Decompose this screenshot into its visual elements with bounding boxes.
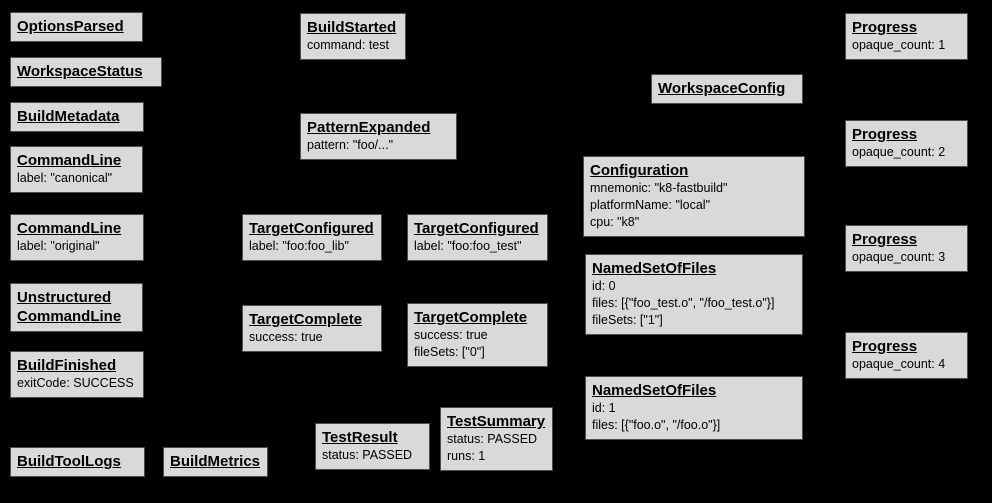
node-field: cpu: "k8": [590, 215, 640, 229]
node-build-metrics: BuildMetrics: [163, 447, 268, 477]
node-title: Progress: [852, 338, 918, 355]
node-unstructured-commandline: Unstructured CommandLine: [10, 283, 143, 332]
node-progress-4: Progress opaque_count: 4: [845, 332, 968, 379]
node-field: id: 1: [592, 401, 616, 415]
node-workspace-status: WorkspaceStatus: [10, 57, 162, 87]
node-field: opaque_count: 3: [852, 250, 946, 264]
node-field: status: PASSED: [322, 448, 413, 462]
node-title: BuildMetadata: [17, 108, 120, 125]
node-title: WorkspaceConfig: [658, 80, 786, 97]
node-title: CommandLine: [17, 220, 122, 237]
node-title: Configuration: [590, 162, 689, 179]
node-field: opaque_count: 1: [852, 38, 946, 52]
node-build-metadata: BuildMetadata: [10, 102, 144, 132]
node-field: success: true: [249, 330, 323, 344]
node-title: TargetConfigured: [249, 220, 374, 237]
node-title: NamedSetOfFiles: [592, 382, 717, 399]
node-workspace-config: WorkspaceConfig: [651, 74, 803, 104]
node-field: opaque_count: 4: [852, 357, 946, 371]
node-field: files: [{"foo.o", "/foo.o"}]: [592, 418, 721, 432]
node-title: BuildMetrics: [170, 453, 261, 470]
node-field: files: [{"foo_test.o", "/foo_test.o"}]: [592, 296, 775, 310]
node-field: platformName: "local": [590, 198, 711, 212]
node-field: fileSets: ["1"]: [592, 313, 663, 327]
node-named-set-of-files-0: NamedSetOfFiles id: 0 files: [{"foo_test…: [585, 254, 803, 335]
node-field: label: "original": [17, 239, 100, 253]
node-field: status: PASSED: [447, 432, 538, 446]
node-field: runs: 1: [447, 449, 486, 463]
node-title: OptionsParsed: [17, 18, 124, 35]
node-title: BuildStarted: [307, 19, 397, 36]
node-field: fileSets: ["0"]: [414, 345, 485, 359]
node-named-set-of-files-1: NamedSetOfFiles id: 1 files: [{"foo.o", …: [585, 376, 803, 440]
node-commandline-original: CommandLine label: "original": [10, 214, 144, 261]
node-field: label: "foo:foo_test": [414, 239, 522, 253]
node-build-started: BuildStarted command: test: [300, 13, 406, 60]
node-configuration: Configuration mnemonic: "k8-fastbuild" p…: [583, 156, 805, 237]
node-title: Progress: [852, 126, 918, 143]
node-field: pattern: "foo/...": [307, 138, 394, 152]
node-title: TestSummary: [447, 413, 546, 430]
node-field: id: 0: [592, 279, 616, 293]
node-target-configured-foo-test: TargetConfigured label: "foo:foo_test": [407, 214, 548, 261]
node-title: PatternExpanded: [307, 119, 431, 136]
node-field: success: true: [414, 328, 488, 342]
node-test-result: TestResult status: PASSED: [315, 423, 430, 470]
node-field: exitCode: SUCCESS: [17, 376, 134, 390]
node-build-finished: BuildFinished exitCode: SUCCESS: [10, 351, 144, 398]
node-progress-3: Progress opaque_count: 3: [845, 225, 968, 272]
node-field: label: "foo:foo_lib": [249, 239, 349, 253]
node-options-parsed: OptionsParsed: [10, 12, 143, 42]
node-title: BuildFinished: [17, 357, 117, 374]
node-title: Progress: [852, 231, 918, 248]
node-progress-1: Progress opaque_count: 1: [845, 13, 968, 60]
node-target-complete-foo-test: TargetComplete success: true fileSets: […: [407, 303, 548, 367]
node-field: command: test: [307, 38, 389, 52]
node-title: Unstructured CommandLine: [17, 289, 122, 325]
node-commandline-canonical: CommandLine label: "canonical": [10, 146, 143, 193]
node-title: CommandLine: [17, 152, 122, 169]
node-target-complete-foo-lib: TargetComplete success: true: [242, 305, 382, 352]
node-title: TargetConfigured: [414, 220, 539, 237]
node-field: mnemonic: "k8-fastbuild": [590, 181, 728, 195]
node-title: TestResult: [322, 429, 398, 446]
node-field: label: "canonical": [17, 171, 113, 185]
node-pattern-expanded: PatternExpanded pattern: "foo/...": [300, 113, 457, 160]
node-title: TargetComplete: [414, 309, 528, 326]
node-title: NamedSetOfFiles: [592, 260, 717, 277]
node-target-configured-foo-lib: TargetConfigured label: "foo:foo_lib": [242, 214, 382, 261]
node-title: WorkspaceStatus: [17, 63, 143, 80]
node-build-tool-logs: BuildToolLogs: [10, 447, 145, 477]
node-title: Progress: [852, 19, 918, 36]
node-field: opaque_count: 2: [852, 145, 946, 159]
node-title: BuildToolLogs: [17, 453, 121, 470]
node-progress-2: Progress opaque_count: 2: [845, 120, 968, 167]
node-title: TargetComplete: [249, 311, 363, 328]
node-test-summary: TestSummary status: PASSED runs: 1: [440, 407, 553, 471]
